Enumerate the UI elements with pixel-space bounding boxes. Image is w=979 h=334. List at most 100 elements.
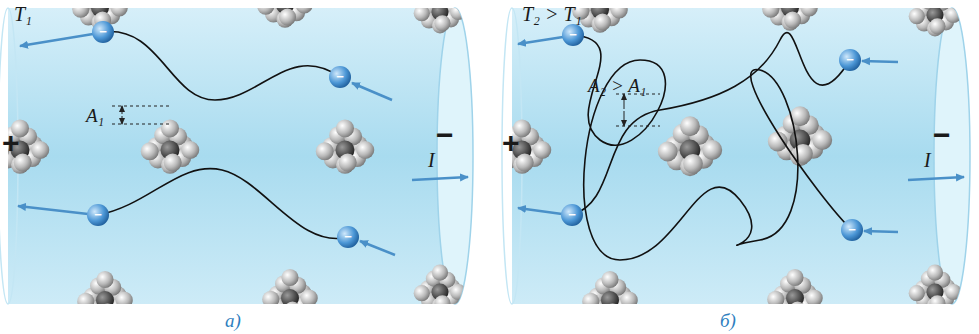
electron-charge: − (568, 208, 576, 221)
ion-sphere (289, 0, 306, 8)
ion-sphere (426, 0, 442, 7)
panel-caption: а) (225, 311, 241, 330)
ion-sphere (99, 303, 116, 320)
plus-sign: + (502, 128, 520, 158)
ion-sphere (945, 284, 961, 300)
electron-charge: − (344, 230, 352, 243)
electron (562, 24, 584, 46)
ion-sphere (450, 4, 466, 20)
ion-sphere (786, 304, 803, 321)
ion-sphere (164, 154, 182, 172)
electron-charge: − (99, 25, 107, 38)
tube-cut (502, 8, 522, 304)
current-arrow (908, 177, 964, 180)
ion-sphere (680, 116, 700, 136)
ion-sphere (621, 291, 638, 308)
ion-sphere (786, 269, 803, 286)
ion-sphere (812, 130, 832, 150)
panel-caption: б) (720, 311, 736, 330)
tube-end (437, 8, 473, 304)
ion-sphere (533, 141, 551, 159)
electron-path (572, 33, 850, 215)
ion-sphere (789, 301, 806, 318)
ion-sphere (806, 289, 823, 306)
amplitude-marker (112, 106, 170, 124)
ion-sphere (262, 291, 279, 308)
ion-sphere (434, 15, 450, 31)
ion-sphere (594, 13, 611, 30)
ion-sphere (683, 154, 703, 174)
ion-sphere (599, 0, 616, 6)
ion-sphere (929, 295, 945, 311)
electron (561, 204, 583, 226)
minus-sign: − (933, 120, 951, 150)
minus-sign: − (436, 120, 454, 150)
ion-sphere (281, 304, 298, 321)
ion-sphere (284, 0, 301, 1)
ion-sphere (909, 8, 925, 24)
ion-sphere (77, 293, 94, 310)
ion-sphere (432, 0, 448, 1)
ion-lattice (493, 0, 962, 323)
ion-sphere (432, 264, 448, 280)
amplitude-marker (616, 94, 660, 126)
ion-sphere (111, 0, 128, 17)
electron (839, 49, 861, 71)
ion-sphere (927, 0, 943, 4)
ion-core (281, 289, 299, 307)
ion-sphere (99, 0, 116, 4)
electron (841, 219, 863, 241)
ion-sphere (767, 291, 784, 308)
ion-core (601, 291, 619, 309)
ion-core (96, 291, 114, 309)
ion-sphere (801, 0, 818, 17)
temperature-label: T₂ > T₁ (522, 4, 582, 24)
ion-sphere (775, 0, 792, 2)
ion-sphere (909, 285, 925, 301)
electron-path (103, 32, 340, 100)
ion-sphere (336, 119, 354, 137)
electrons (87, 21, 863, 248)
ion-sphere (281, 269, 298, 286)
electron-path (98, 169, 348, 239)
electron-charge: − (848, 223, 856, 236)
ion-sphere (762, 1, 779, 18)
current-arrow (412, 177, 468, 180)
ion-sphere (929, 18, 945, 34)
ion-sphere (316, 142, 334, 160)
ion-sphere (85, 0, 102, 2)
amplitude-label: A₂ > A₁ (588, 76, 646, 95)
ion-sphere (789, 0, 806, 4)
ion-sphere (434, 295, 450, 311)
ion-sphere (601, 271, 618, 288)
velocity-arrows (18, 34, 898, 255)
ion-sphere (585, 0, 602, 4)
electron (329, 66, 351, 88)
conductor-tube (8, 8, 473, 304)
ion-sphere (658, 142, 678, 162)
ion-sphere (356, 141, 374, 159)
ion-sphere (768, 132, 788, 152)
electron-charge: − (94, 208, 102, 221)
ion-sphere (181, 141, 199, 159)
ion-sphere (72, 1, 89, 18)
ion-sphere (611, 1, 628, 18)
electron-charge: − (846, 53, 854, 66)
electron-charge: − (336, 70, 344, 83)
electron (92, 21, 114, 43)
ion-sphere (279, 8, 296, 25)
ion-sphere (601, 306, 618, 323)
ion-sphere (96, 271, 113, 288)
ion-sphere (439, 0, 455, 8)
ion-sphere (604, 303, 621, 320)
current-label: I (428, 150, 435, 170)
ion-sphere (31, 141, 49, 159)
ion-sphere (702, 140, 722, 160)
ion-sphere (141, 142, 159, 160)
ion-sphere (301, 289, 318, 306)
ion-core (786, 289, 804, 307)
ion-sphere (96, 306, 113, 323)
ion-lattice (0, 0, 466, 323)
ion-sphere (339, 154, 357, 172)
